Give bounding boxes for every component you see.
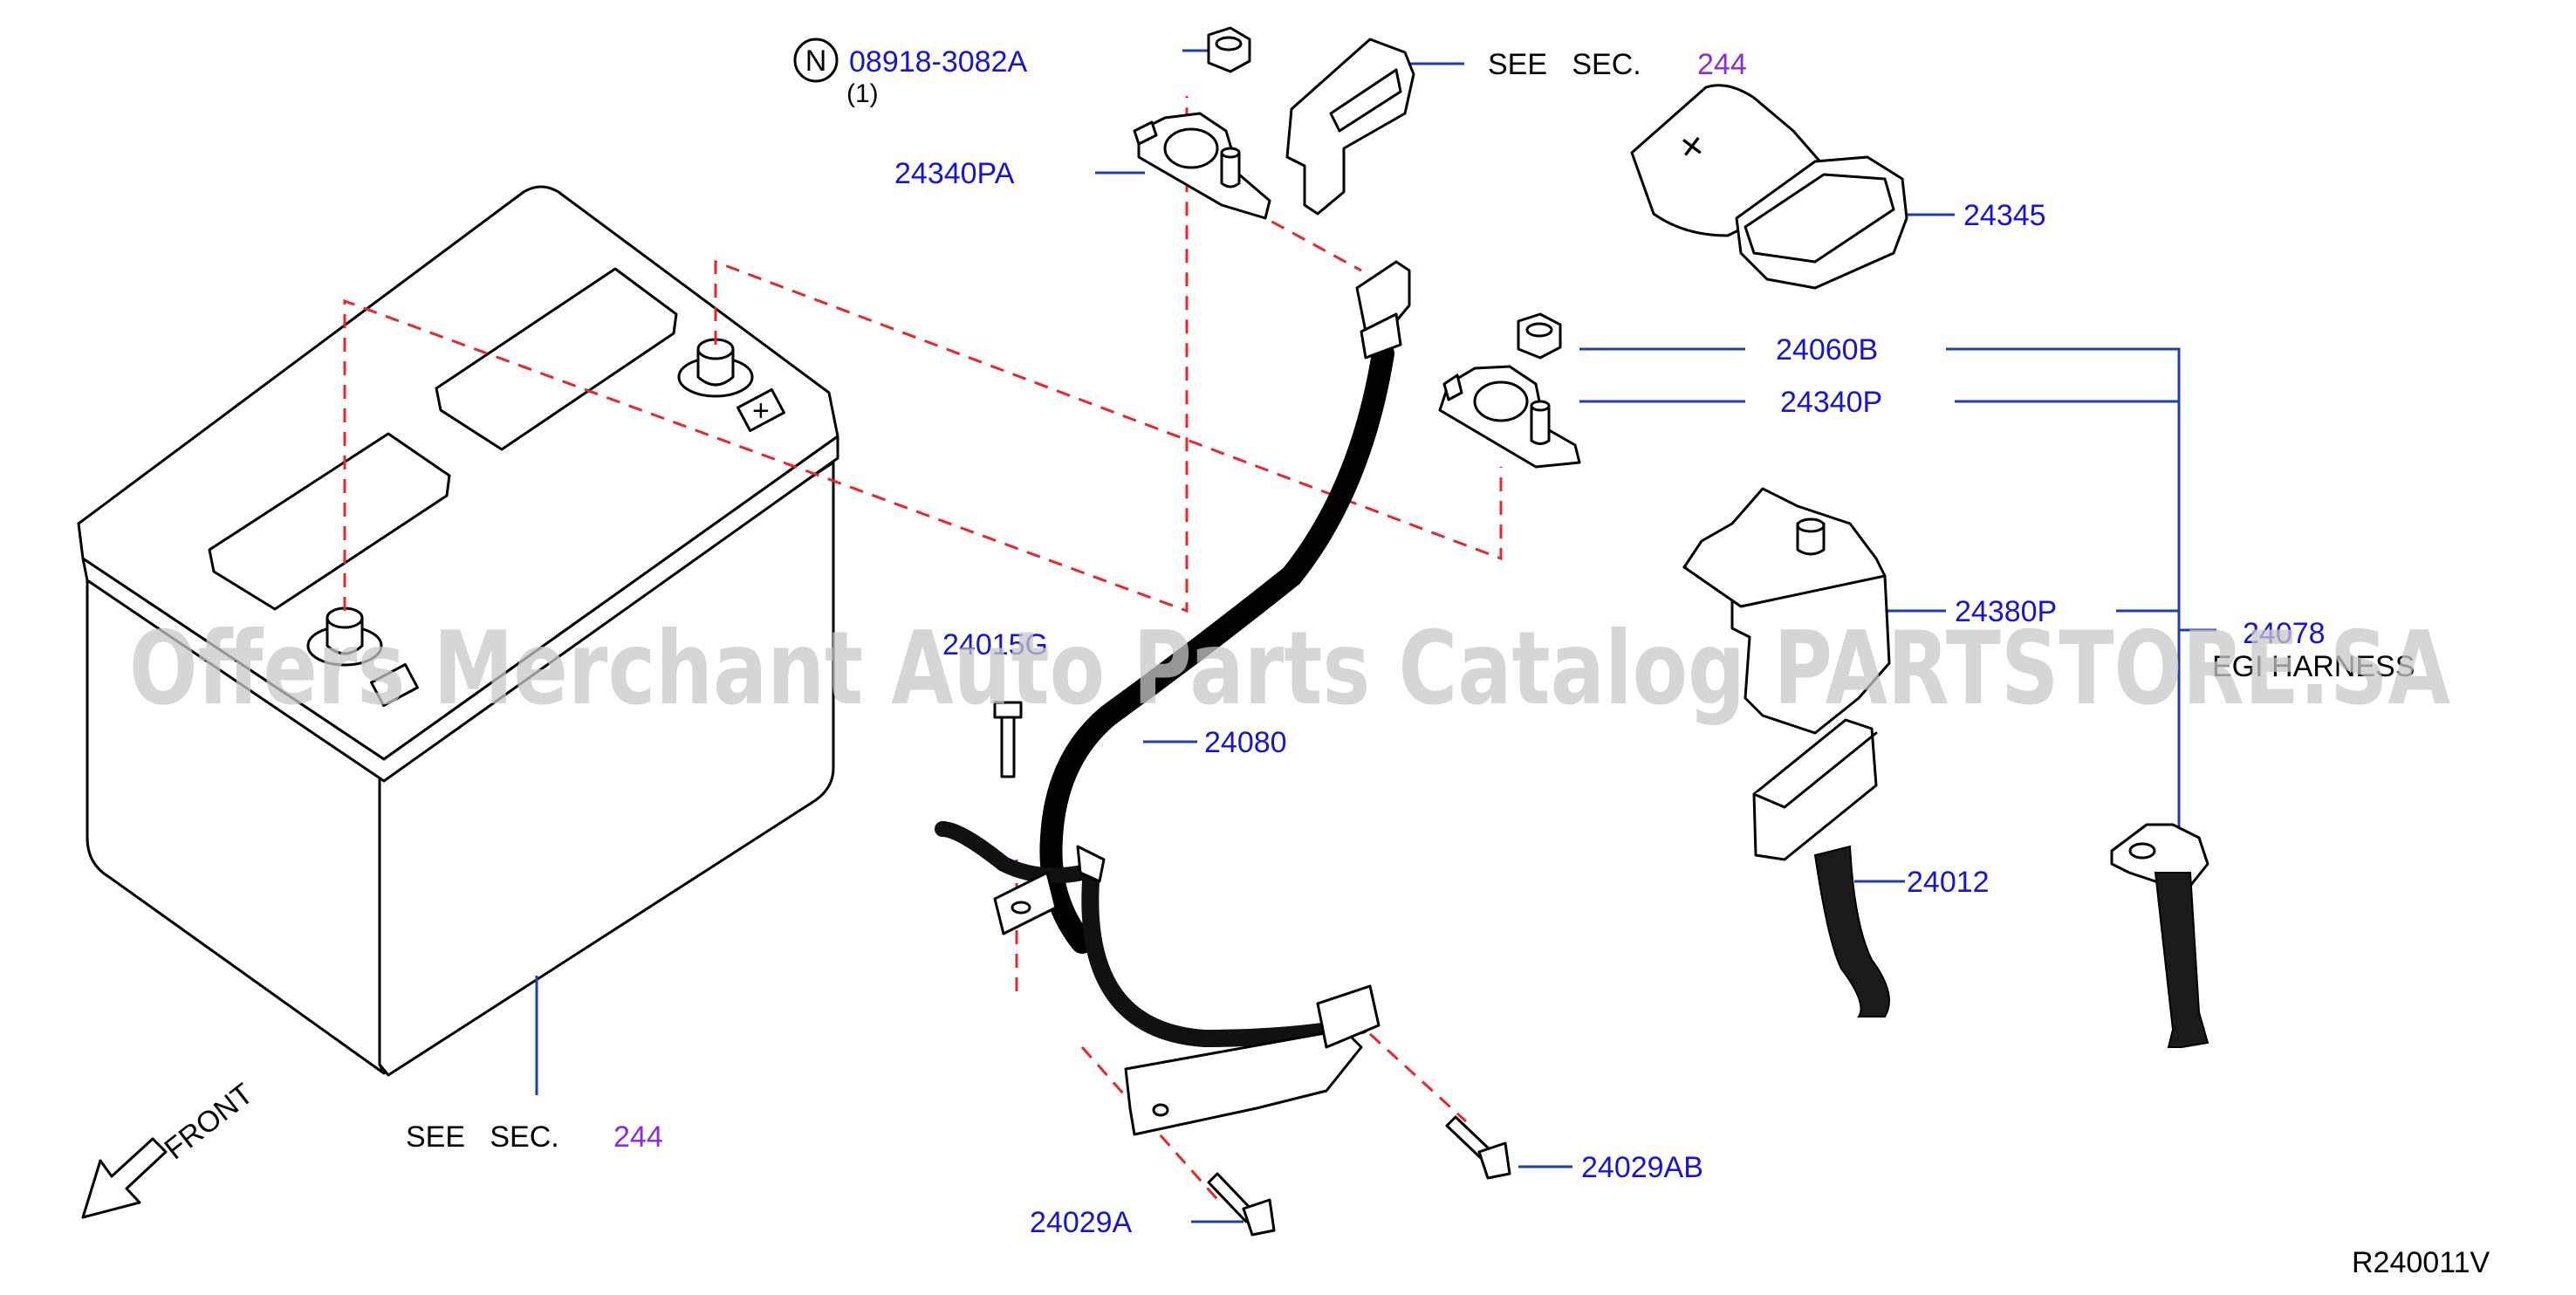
cable-24080 (935, 260, 1411, 1136)
figure-code: R240011V (2352, 1246, 2490, 1279)
nut-top (1207, 26, 1251, 73)
label-24345: 24345 (1963, 199, 2046, 232)
cover-clip (1285, 38, 1415, 216)
label-front: FRONT (159, 1077, 260, 1166)
svg-text:✕: ✕ (1677, 129, 1707, 166)
nut-24060b (1517, 312, 1562, 360)
label-nut-qty: (1) (846, 79, 879, 108)
negative-post (306, 606, 419, 708)
label-24078: 24078 (2243, 617, 2326, 650)
bolt-24029ab (1445, 1115, 1511, 1180)
label-see-sec-bottom: SEE SEC. (406, 1120, 559, 1154)
terminal-cover-24345: ✕ (1630, 84, 1908, 290)
svg-text:+: + (752, 394, 770, 428)
labels: N 08918-3082A (1) SEE SEC. 244 24340PA 2… (159, 38, 2490, 1279)
leader-lines (535, 49, 2216, 1223)
connector-24012 (1752, 718, 1890, 1018)
terminal-24340p (1438, 365, 1581, 469)
label-24080: 24080 (1204, 726, 1287, 759)
egi-harness-ring-terminal (2110, 823, 2209, 1048)
label-sec-bottom-num: 244 (613, 1120, 663, 1154)
positive-post: + (677, 338, 785, 433)
label-24029a: 24029A (1030, 1206, 1133, 1239)
label-egi-harness: EGI HARNESS (2212, 650, 2415, 683)
label-24060b: 24060B (1776, 333, 1878, 367)
label-see-sec-top: SEE SEC. (1488, 48, 1641, 81)
bolt-24029a (1207, 1172, 1276, 1237)
watermark: Offers Merchant Auto Parts Catalog PARTS… (129, 610, 2450, 728)
label-24380p: 24380P (1955, 595, 2057, 628)
terminal-24340pa (1133, 112, 1271, 220)
label-sec-top-num: 244 (1697, 48, 1747, 81)
label-24340p: 24340P (1780, 386, 1882, 419)
n-symbol: N (805, 45, 827, 78)
n-symbol-circle (793, 38, 839, 83)
fuse-block-24380p (1682, 487, 1891, 735)
label-08918-3082a: 08918-3082A (849, 45, 1028, 79)
label-24029ab: 24029AB (1581, 1151, 1703, 1184)
battery: + (77, 185, 839, 1077)
label-24015g: 24015G (942, 628, 1048, 661)
front-arrow-icon (81, 1137, 168, 1219)
label-24340pa: 24340PA (894, 157, 1015, 190)
label-24012: 24012 (1907, 866, 1990, 899)
bolt-24015g (993, 701, 1023, 778)
